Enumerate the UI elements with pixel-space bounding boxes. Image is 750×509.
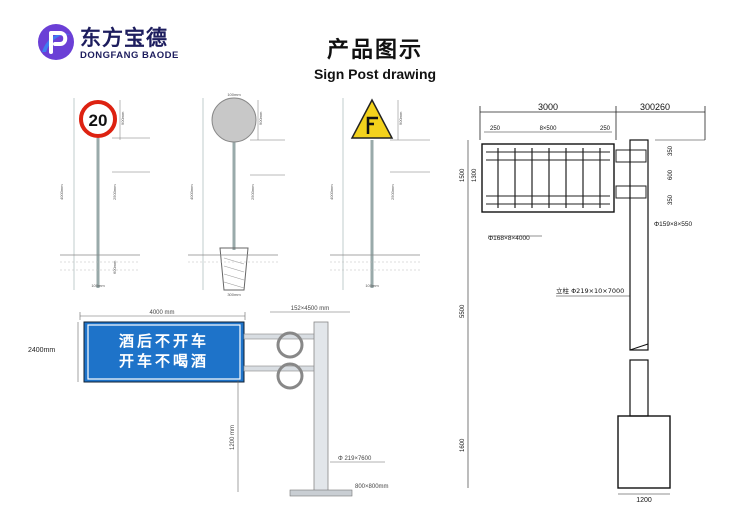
post-upper-label-1: 2500mm [112, 184, 117, 200]
edge-right-label: 250 [600, 126, 611, 132]
cantilever-sign-drawing: 4000 mm 2400mm 酒后不开车 开车不喝酒 152×4500 mm 1… [28, 306, 389, 497]
frame-height-a-label: 1500 [460, 168, 466, 182]
bracket-mid-label: 600 [668, 169, 674, 180]
pole-height-label: 1200 mm [230, 425, 236, 450]
post-upper-label-3: 2500mm [390, 184, 395, 200]
gantry-offset-label: 300260 [640, 102, 670, 112]
post-width-label-1: 100mm [91, 283, 105, 288]
post-height-label-2: 4000mm [189, 184, 194, 200]
upper-bracket [276, 331, 304, 359]
gantry-foundation [617, 415, 671, 489]
post-width-label-2: 100mm [227, 92, 241, 97]
brand-name-en: DONGFANG BAODE [80, 50, 179, 61]
embed-depth-label-1: 600mm [112, 260, 117, 274]
bracket-low-label: 350 [668, 194, 674, 205]
sign-height-label-3: 900mm [398, 111, 403, 125]
speed-limit-post: 20 4000mm 2500mm 900mm 600mm 100mm [59, 98, 150, 290]
speed-limit-value: 20 [89, 111, 108, 130]
arm-spec-label: 152×4500 mm [291, 306, 330, 312]
base-width-label: 1200 [636, 497, 652, 504]
post-height-label-1: 4000mm [59, 184, 64, 200]
panel-text-line-2: 开车不喝酒 [119, 352, 209, 370]
post-width-label-3: 100mm [365, 283, 379, 288]
gantry-width-label: 3000 [538, 102, 558, 112]
lower-bracket [276, 362, 304, 390]
speed-limit-sign [79, 100, 117, 138]
frame-tube-label: Φ168×8×4000 [488, 235, 530, 242]
junction-icon [366, 116, 378, 134]
lower-clamp [615, 185, 647, 199]
base-plate [289, 489, 353, 497]
bracket-top-label: 350 [668, 145, 674, 156]
round-sign-post: 4000mm 2500mm 900mm 100mm 300mm [188, 92, 285, 297]
logo-icon [38, 24, 74, 60]
post-upper-label-2: 2500mm [250, 184, 255, 200]
page-title-cn: 产品图示 [326, 38, 423, 63]
gantry-column [629, 139, 649, 351]
edge-left-label: 250 [490, 126, 501, 132]
sign-height-label-2: 900mm [258, 111, 263, 125]
panel-text-line-1: 酒后不开车 [119, 332, 209, 350]
blue-guide-panel [83, 321, 245, 383]
column-spec-label: 立柱 Φ219×10×7000 [556, 286, 624, 295]
concrete-foundation [219, 247, 249, 291]
base-height-label: 1600 [460, 438, 466, 452]
gantry-drawing: 3000 300260 250 8×500 250 350 600 350 [460, 102, 706, 504]
round-sign-back [211, 97, 257, 143]
page-title-en: Sign Post drawing [313, 66, 437, 82]
panel-height-label: 2400mm [28, 347, 55, 354]
sign-height-label-1: 900mm [120, 111, 125, 125]
warning-sign-post: 4000mm 2500mm 900mm 100mm [329, 98, 430, 290]
pole-spec-label: Φ 219×7600 [338, 456, 372, 462]
foundation-width-label: 300mm [227, 292, 241, 297]
frame-spacing-label: 8×500 [540, 126, 558, 132]
brand-name-cn: 东方宝德 [80, 26, 168, 50]
main-pole [313, 321, 329, 495]
upper-clamp [615, 149, 647, 163]
panel-width-label: 4000 mm [149, 310, 174, 316]
arm-tube-label: Φ159×8×550 [654, 221, 692, 228]
sign-frame [481, 143, 615, 213]
frame-height-b-label: 1300 [472, 168, 478, 182]
post-height-label-3: 4000mm [329, 184, 334, 200]
base-plate-label: 800×800mm [355, 484, 389, 490]
column-height-label: 5500 [460, 304, 466, 318]
